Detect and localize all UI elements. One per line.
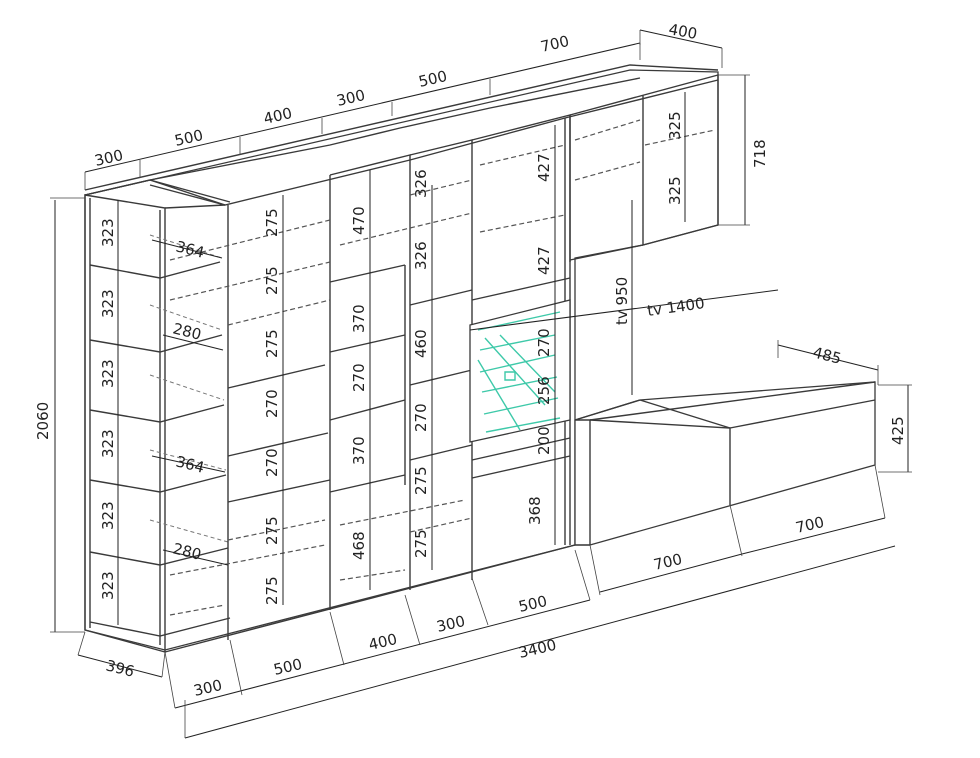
tv-stand-seg-2: 700 <box>794 513 826 537</box>
tv-stand-seg-1: 700 <box>652 550 684 574</box>
top-dim-400: 400 <box>262 104 294 128</box>
bay4-h5: 275 <box>412 466 430 495</box>
bay4-h6: 275 <box>412 529 430 558</box>
tv-stand-depth: 485 <box>811 343 843 367</box>
top-dim-700: 700 <box>539 32 571 56</box>
left-spacing-3: 323 <box>99 359 117 388</box>
dimension-lines <box>50 29 912 739</box>
bay3-h4: 370 <box>350 436 368 465</box>
bay2-h5: 270 <box>263 448 281 477</box>
wall-cab-h2: 325 <box>666 176 684 205</box>
tv-width: tv 1400 <box>646 294 706 320</box>
bottom-dim-400: 400 <box>367 630 399 654</box>
tv-stand-height: 425 <box>889 416 907 445</box>
top-dim-300b: 300 <box>335 86 367 110</box>
left-depth: 396 <box>104 656 136 680</box>
bay5-h3: 270 <box>535 328 553 357</box>
glass-cabinet <box>477 311 561 433</box>
bottom-dim-500b: 500 <box>517 592 549 616</box>
bay4-h2: 326 <box>412 241 430 270</box>
tv-height: tv 950 <box>613 277 631 325</box>
left-spacing-6: 323 <box>99 571 117 600</box>
bay5-h5: 200 <box>535 426 553 455</box>
bay3-h2: 370 <box>350 304 368 333</box>
top-dim-500: 500 <box>173 126 205 150</box>
bay4-h1: 326 <box>412 169 430 198</box>
bay2-h7: 275 <box>263 576 281 605</box>
total-height: 2060 <box>34 402 52 440</box>
bay3-h1: 470 <box>350 206 368 235</box>
total-length: 3400 <box>517 636 558 662</box>
bay2-h3: 275 <box>263 329 281 358</box>
top-dim-300: 300 <box>93 146 125 170</box>
bay5-shelves <box>471 144 571 479</box>
bay3-shelves <box>329 227 466 581</box>
wall-unit <box>84 64 719 653</box>
left-shelves <box>89 234 231 637</box>
left-spacing-1: 323 <box>99 218 117 247</box>
bay3-h5: 468 <box>350 531 368 560</box>
bay2-h2: 275 <box>263 266 281 295</box>
bay5-h6: 368 <box>526 496 544 525</box>
bay2-h6: 275 <box>263 516 281 545</box>
bay4-shelves <box>409 179 473 533</box>
bottom-dim-300: 300 <box>192 676 224 700</box>
wall-cab-total: 718 <box>751 139 769 168</box>
inner-depth-364b: 364 <box>174 452 206 476</box>
bottom-dim-300b: 300 <box>435 612 467 636</box>
bay4-h4: 270 <box>412 403 430 432</box>
bay3-h3: 270 <box>350 363 368 392</box>
left-spacing-2: 323 <box>99 289 117 318</box>
inner-depth-280b: 280 <box>171 539 203 563</box>
bay4-h3: 460 <box>412 329 430 358</box>
top-dim-500b: 500 <box>417 67 449 91</box>
left-spacing-5: 323 <box>99 501 117 530</box>
bay5-h4: 256 <box>535 376 553 405</box>
wall-cab-h1: 325 <box>666 111 684 140</box>
bay2-shelves <box>169 219 331 616</box>
top-dim-400b: 400 <box>667 20 698 43</box>
bay5-h2: 427 <box>535 246 553 275</box>
tv-stand <box>574 381 876 546</box>
inner-depth-280a: 280 <box>171 319 203 343</box>
bottom-dim-500: 500 <box>272 655 304 679</box>
bay2-h1: 275 <box>263 208 281 237</box>
bay2-h4: 270 <box>263 389 281 418</box>
left-spacing-4: 323 <box>99 429 117 458</box>
bay5-h1: 427 <box>535 153 553 182</box>
